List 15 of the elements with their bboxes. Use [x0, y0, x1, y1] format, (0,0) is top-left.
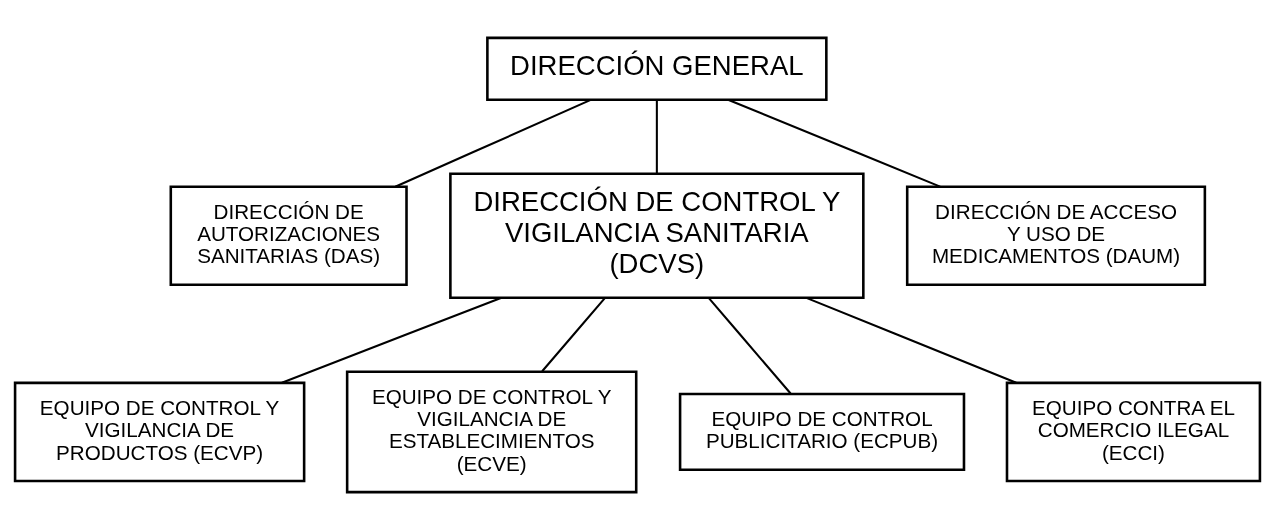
- node-box: DIRECCIÓN DE AUTORIZACIONES SANITARIAS (DAS): [169, 185, 408, 287]
- node-box: DIRECCIÓN DE ACCESO Y USO DE MEDICAMENTOS (DAUM): [905, 185, 1207, 287]
- connector: [728, 99, 941, 188]
- connector: [707, 297, 792, 395]
- connector: [655, 100, 658, 174]
- node-box: EQUIPO DE CONTROL Y VIGILANCIA DE ESTABLECIMIENTOS (ECVE): [345, 370, 638, 494]
- node-box: DIRECCIÓN DE CONTROL Y VIGILANCIA SANITARIA (DCVS): [449, 172, 865, 299]
- connector: [281, 296, 502, 384]
- connector: [541, 297, 606, 372]
- node-box: EQUIPO CONTRA EL COMERCIO ILEGAL (ECCI): [1005, 381, 1262, 483]
- connector: [805, 296, 1017, 384]
- node-box: EQUIPO DE CONTROL PUBLICITARIO (ECPUB): [678, 392, 966, 472]
- node-box: EQUIPO DE CONTROL Y VIGILANCIA DE PRODUCTOS (ECVP): [13, 381, 306, 483]
- connector: [394, 99, 591, 188]
- node-box: DIRECCIÓN GENERAL: [486, 36, 828, 102]
